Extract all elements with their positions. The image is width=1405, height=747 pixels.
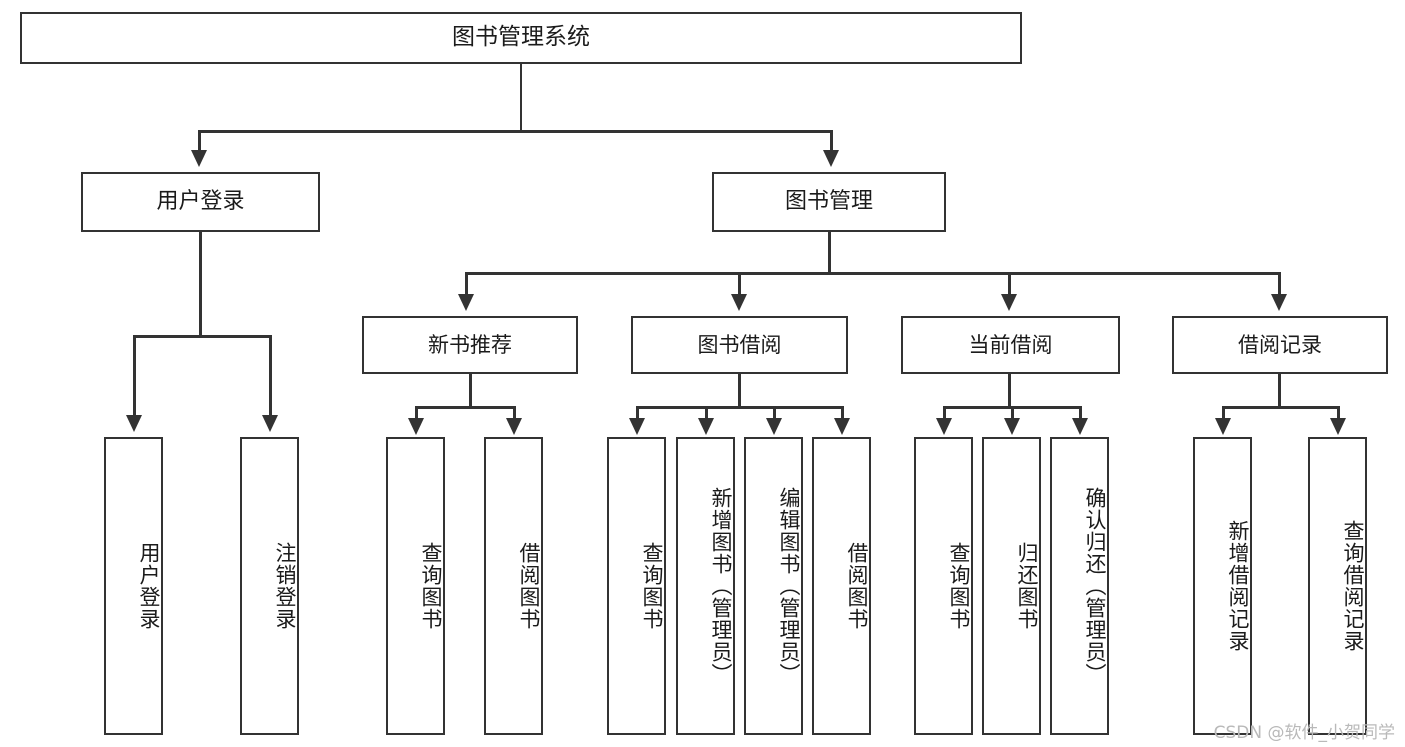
connector-user-login-to-leaf-1 bbox=[269, 335, 272, 417]
leaf-label: 归还图书 bbox=[1015, 542, 1039, 630]
connector-root-bus bbox=[198, 130, 832, 133]
connector-bb-to-leaf-3 bbox=[841, 406, 844, 420]
arrow-root-to-book-management bbox=[823, 150, 839, 167]
arrow-nb-to-leaf-1 bbox=[506, 418, 522, 435]
leaf-label: 注销登录 bbox=[273, 542, 297, 630]
leaf-label: 查询图书 bbox=[947, 542, 971, 630]
leaf-current-borrow-query-book[interactable]: 查询图书 bbox=[914, 437, 973, 735]
connector-bb-to-leaf-1 bbox=[705, 406, 708, 420]
node-label: 图书管理 bbox=[784, 189, 873, 215]
leaf-user-login-login[interactable]: 用户登录 bbox=[104, 437, 163, 735]
leaf-label: 借阅图书 bbox=[845, 542, 869, 630]
arrow-bm-to-borrow-record bbox=[1271, 294, 1287, 311]
connector-book-management-stem bbox=[828, 232, 831, 274]
arrow-bm-to-new-book bbox=[458, 294, 474, 311]
leaf-new-book-query-book[interactable]: 查询图书 bbox=[386, 437, 445, 735]
connector-root-to-book-management bbox=[830, 130, 833, 152]
arrow-nb-to-leaf-0 bbox=[408, 418, 424, 435]
connector-nb-to-leaf-1 bbox=[513, 406, 516, 420]
leaf-current-borrow-return-book[interactable]: 归还图书 bbox=[982, 437, 1041, 735]
connector-borrow-record-stem bbox=[1278, 374, 1281, 408]
arrow-bb-to-leaf-0 bbox=[629, 418, 645, 435]
leaf-label: 查询图书 bbox=[640, 542, 664, 630]
arrow-user-login-to-leaf-1 bbox=[262, 415, 278, 432]
arrow-bb-to-leaf-1 bbox=[698, 418, 714, 435]
leaf-book-borrow-query-book[interactable]: 查询图书 bbox=[607, 437, 666, 735]
arrow-cb-to-leaf-0 bbox=[936, 418, 952, 435]
arrow-root-to-user-login bbox=[191, 150, 207, 167]
leaf-borrow-record-query-record[interactable]: 查询借阅记录 bbox=[1308, 437, 1367, 735]
connector-user-login-stem bbox=[199, 232, 202, 337]
arrow-user-login-to-leaf-0 bbox=[126, 415, 142, 432]
connector-user-login-bus bbox=[133, 335, 271, 338]
node-user-login[interactable]: 用户登录 bbox=[81, 172, 320, 232]
node-root-book-management-system[interactable]: 图书管理系统 bbox=[20, 12, 1022, 64]
connector-br-to-leaf-0 bbox=[1222, 406, 1225, 420]
leaf-label: 编辑图书（管理员） bbox=[777, 487, 801, 685]
arrow-bb-to-leaf-3 bbox=[834, 418, 850, 435]
arrow-bb-to-leaf-2 bbox=[766, 418, 782, 435]
connector-new-book-bus bbox=[415, 406, 514, 409]
connector-book-borrow-bus bbox=[636, 406, 843, 409]
node-new-book-recommend[interactable]: 新书推荐 bbox=[362, 316, 578, 374]
connector-nb-to-leaf-0 bbox=[415, 406, 418, 420]
connector-borrow-record-bus bbox=[1222, 406, 1339, 409]
leaf-label: 查询借阅记录 bbox=[1341, 520, 1365, 652]
connector-book-management-bus bbox=[465, 272, 1280, 275]
leaf-label: 借阅图书 bbox=[517, 542, 541, 630]
connector-cb-to-leaf-1 bbox=[1011, 406, 1014, 420]
arrow-bm-to-current-borrow bbox=[1001, 294, 1017, 311]
csdn-watermark: CSDN @软件_小贺同学 bbox=[1213, 723, 1395, 743]
leaf-book-borrow-borrow-book[interactable]: 借阅图书 bbox=[812, 437, 871, 735]
node-book-management[interactable]: 图书管理 bbox=[712, 172, 946, 232]
connector-bb-to-leaf-0 bbox=[636, 406, 639, 420]
node-label: 借阅记录 bbox=[1238, 332, 1322, 357]
arrow-cb-to-leaf-1 bbox=[1004, 418, 1020, 435]
connector-bm-to-borrow-record bbox=[1278, 272, 1281, 296]
leaf-label: 确认归还（管理员） bbox=[1083, 487, 1107, 685]
arrow-bm-to-book-borrow bbox=[731, 294, 747, 311]
leaf-book-borrow-edit-book-admin[interactable]: 编辑图书（管理员） bbox=[744, 437, 803, 735]
node-label: 新书推荐 bbox=[428, 332, 512, 357]
leaf-current-borrow-confirm-return-admin[interactable]: 确认归还（管理员） bbox=[1050, 437, 1109, 735]
connector-new-book-stem bbox=[469, 374, 472, 408]
arrow-br-to-leaf-1 bbox=[1330, 418, 1346, 435]
leaf-label: 用户登录 bbox=[137, 542, 161, 630]
node-label: 当前借阅 bbox=[968, 332, 1053, 357]
leaf-label: 新增图书（管理员） bbox=[709, 487, 733, 685]
leaf-borrow-record-add-record[interactable]: 新增借阅记录 bbox=[1193, 437, 1252, 735]
connector-br-to-leaf-1 bbox=[1337, 406, 1340, 420]
node-book-borrow[interactable]: 图书借阅 bbox=[631, 316, 848, 374]
connector-root-to-user-login bbox=[198, 130, 201, 152]
node-borrow-record[interactable]: 借阅记录 bbox=[1172, 316, 1388, 374]
leaf-new-book-borrow-book[interactable]: 借阅图书 bbox=[484, 437, 543, 735]
leaf-user-login-logout[interactable]: 注销登录 bbox=[240, 437, 299, 735]
connector-bm-to-book-borrow bbox=[738, 272, 741, 296]
connector-cb-to-leaf-0 bbox=[943, 406, 946, 420]
connector-root-stem bbox=[519, 64, 522, 131]
node-current-borrow[interactable]: 当前借阅 bbox=[901, 316, 1120, 374]
connector-user-login-to-leaf-0 bbox=[133, 335, 136, 417]
leaf-label: 新增借阅记录 bbox=[1226, 520, 1250, 652]
connector-bb-to-leaf-2 bbox=[773, 406, 776, 420]
leaf-book-borrow-add-book-admin[interactable]: 新增图书（管理员） bbox=[676, 437, 735, 735]
connector-current-borrow-stem bbox=[1008, 374, 1011, 408]
connector-bm-to-current-borrow bbox=[1008, 272, 1011, 296]
node-label: 用户登录 bbox=[156, 189, 245, 215]
connector-book-borrow-stem bbox=[738, 374, 741, 408]
node-label: 图书借阅 bbox=[697, 332, 782, 357]
connector-cb-to-leaf-2 bbox=[1079, 406, 1082, 420]
connector-bm-to-new-book bbox=[465, 272, 468, 296]
arrow-br-to-leaf-0 bbox=[1215, 418, 1231, 435]
leaf-label: 查询图书 bbox=[419, 542, 443, 630]
node-label: 图书管理系统 bbox=[452, 24, 590, 51]
arrow-cb-to-leaf-2 bbox=[1072, 418, 1088, 435]
